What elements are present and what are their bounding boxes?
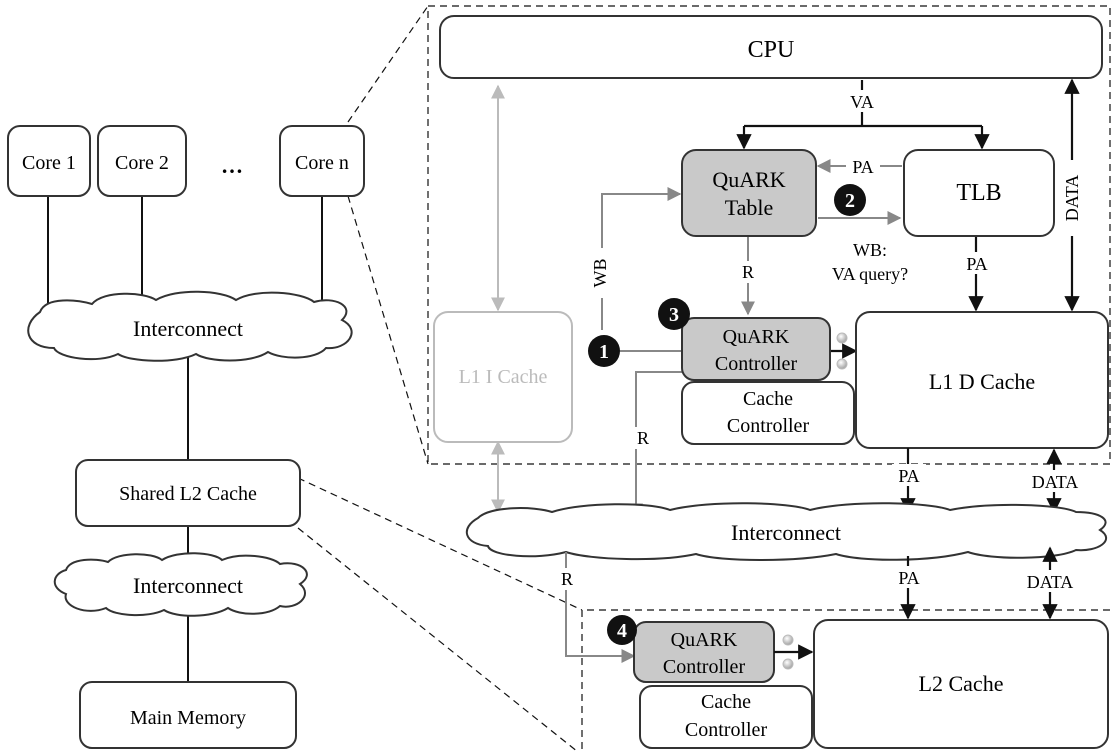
step-marker-3: 3 (658, 298, 690, 330)
data-label-middle: DATA (1027, 572, 1074, 592)
zoom-frames (297, 5, 1111, 754)
cache-controller-l1-line1: Cache (743, 388, 793, 410)
pa-label-middle: PA (898, 568, 919, 588)
core-2: Core 2 (97, 125, 187, 197)
interconnect-bottom-label: Interconnect (133, 573, 243, 598)
zoom-line-l2-top (297, 477, 583, 611)
zoom-line-core-top (347, 5, 429, 123)
l1d-label: L1 D Cache (929, 369, 1035, 394)
cache-controller-l1: Cache Controller (681, 381, 855, 445)
step-marker-2-label: 2 (845, 190, 855, 212)
data-label-l1d-out: DATA (1032, 472, 1079, 492)
quark-table-line1: QuARK (712, 167, 785, 192)
indicator-led-icon (782, 634, 794, 646)
middle-section: PA DATA Interconnect PA DATA R (465, 448, 1108, 663)
r-label-middle: R (561, 569, 573, 589)
wb-note-line2: VA query? (832, 264, 908, 284)
quark-controller-l2-line2: Controller (663, 656, 746, 678)
core-2-label: Core 2 (115, 152, 169, 174)
pa-label-l1d-out: PA (898, 466, 919, 486)
core-1-label: Core 1 (22, 152, 76, 174)
cores-ellipsis: … (221, 153, 243, 178)
cpu: CPU (439, 15, 1103, 79)
wb-note-line1: WB: (853, 240, 887, 260)
main-memory: Main Memory (79, 681, 297, 749)
main-memory-label: Main Memory (130, 707, 246, 729)
quark-controller-l1-line2: Controller (715, 353, 798, 375)
cache-controller-l2-line1: Cache (701, 691, 751, 713)
cache-controller-l1-line2: Controller (727, 415, 810, 437)
va-label: VA (850, 92, 874, 112)
wb-label: WB (590, 259, 610, 288)
l2-detail: QuARK Controller Cache Controller L2 Cac… (607, 615, 1109, 749)
quark-controller-l1-line1: QuARK (723, 326, 790, 348)
step-marker-3-label: 3 (669, 304, 679, 326)
zoom-line-l2-bottom (297, 527, 579, 753)
l1-d-cache: L1 D Cache (855, 311, 1109, 449)
indicator-led-icon (836, 358, 848, 370)
interconnect-middle: Interconnect (465, 502, 1108, 561)
l1-i-cache: L1 I Cache (433, 311, 573, 443)
pa-label-tlb-l1d: PA (966, 254, 987, 274)
left-panel: Core 1 Core 2 … Core n Interconnect Shar… (7, 125, 365, 749)
l2-cache-label: L2 Cache (919, 671, 1004, 696)
quark-table-line2: Table (725, 195, 774, 220)
l2-cache: L2 Cache (813, 619, 1109, 749)
interconnect-top-label: Interconnect (133, 316, 243, 341)
step-marker-4: 4 (607, 615, 637, 645)
quark-table: QuARK Table (681, 149, 817, 237)
shared-l2-cache: Shared L2 Cache (75, 459, 301, 527)
r-label-controller: R (637, 428, 649, 448)
step-marker-1-label: 1 (599, 341, 609, 363)
core-detail-frame (427, 5, 1111, 465)
core-n: Core n (279, 125, 365, 197)
core-n-label: Core n (295, 152, 349, 174)
tlb-label: TLB (956, 180, 1001, 206)
pa-label-tlb-table: PA (852, 157, 873, 177)
tlb: TLB (903, 149, 1055, 237)
interconnect-middle-label: Interconnect (731, 520, 841, 545)
quark-controller-l1: QuARK Controller (681, 317, 831, 381)
cache-controller-l2-line2: Controller (685, 719, 768, 741)
zoom-line-core-bottom (347, 195, 429, 465)
l1i-label: L1 I Cache (459, 366, 548, 388)
indicator-led-icon (782, 658, 794, 670)
step-marker-4-label: 4 (617, 620, 627, 642)
r-label-table: R (742, 262, 754, 282)
cache-controller-l2: Cache Controller (639, 685, 813, 749)
interconnect-top: Interconnect (27, 290, 353, 362)
shared-l2-label: Shared L2 Cache (119, 483, 257, 505)
cpu-label: CPU (748, 37, 795, 63)
interconnect-bottom: Interconnect (53, 552, 308, 617)
core-detail: VA PA DATA PA R WB R CP (433, 15, 1109, 518)
core-1: Core 1 (7, 125, 91, 197)
step-marker-2: 2 (834, 184, 866, 216)
quark-controller-l2: QuARK Controller (633, 621, 775, 683)
arrow-r-controller-to-interconnect (629, 371, 682, 518)
indicator-led-icon (836, 332, 848, 344)
data-label-vertical: DATA (1062, 175, 1082, 222)
step-marker-1: 1 (588, 335, 620, 367)
quark-controller-l2-line1: QuARK (671, 629, 738, 651)
